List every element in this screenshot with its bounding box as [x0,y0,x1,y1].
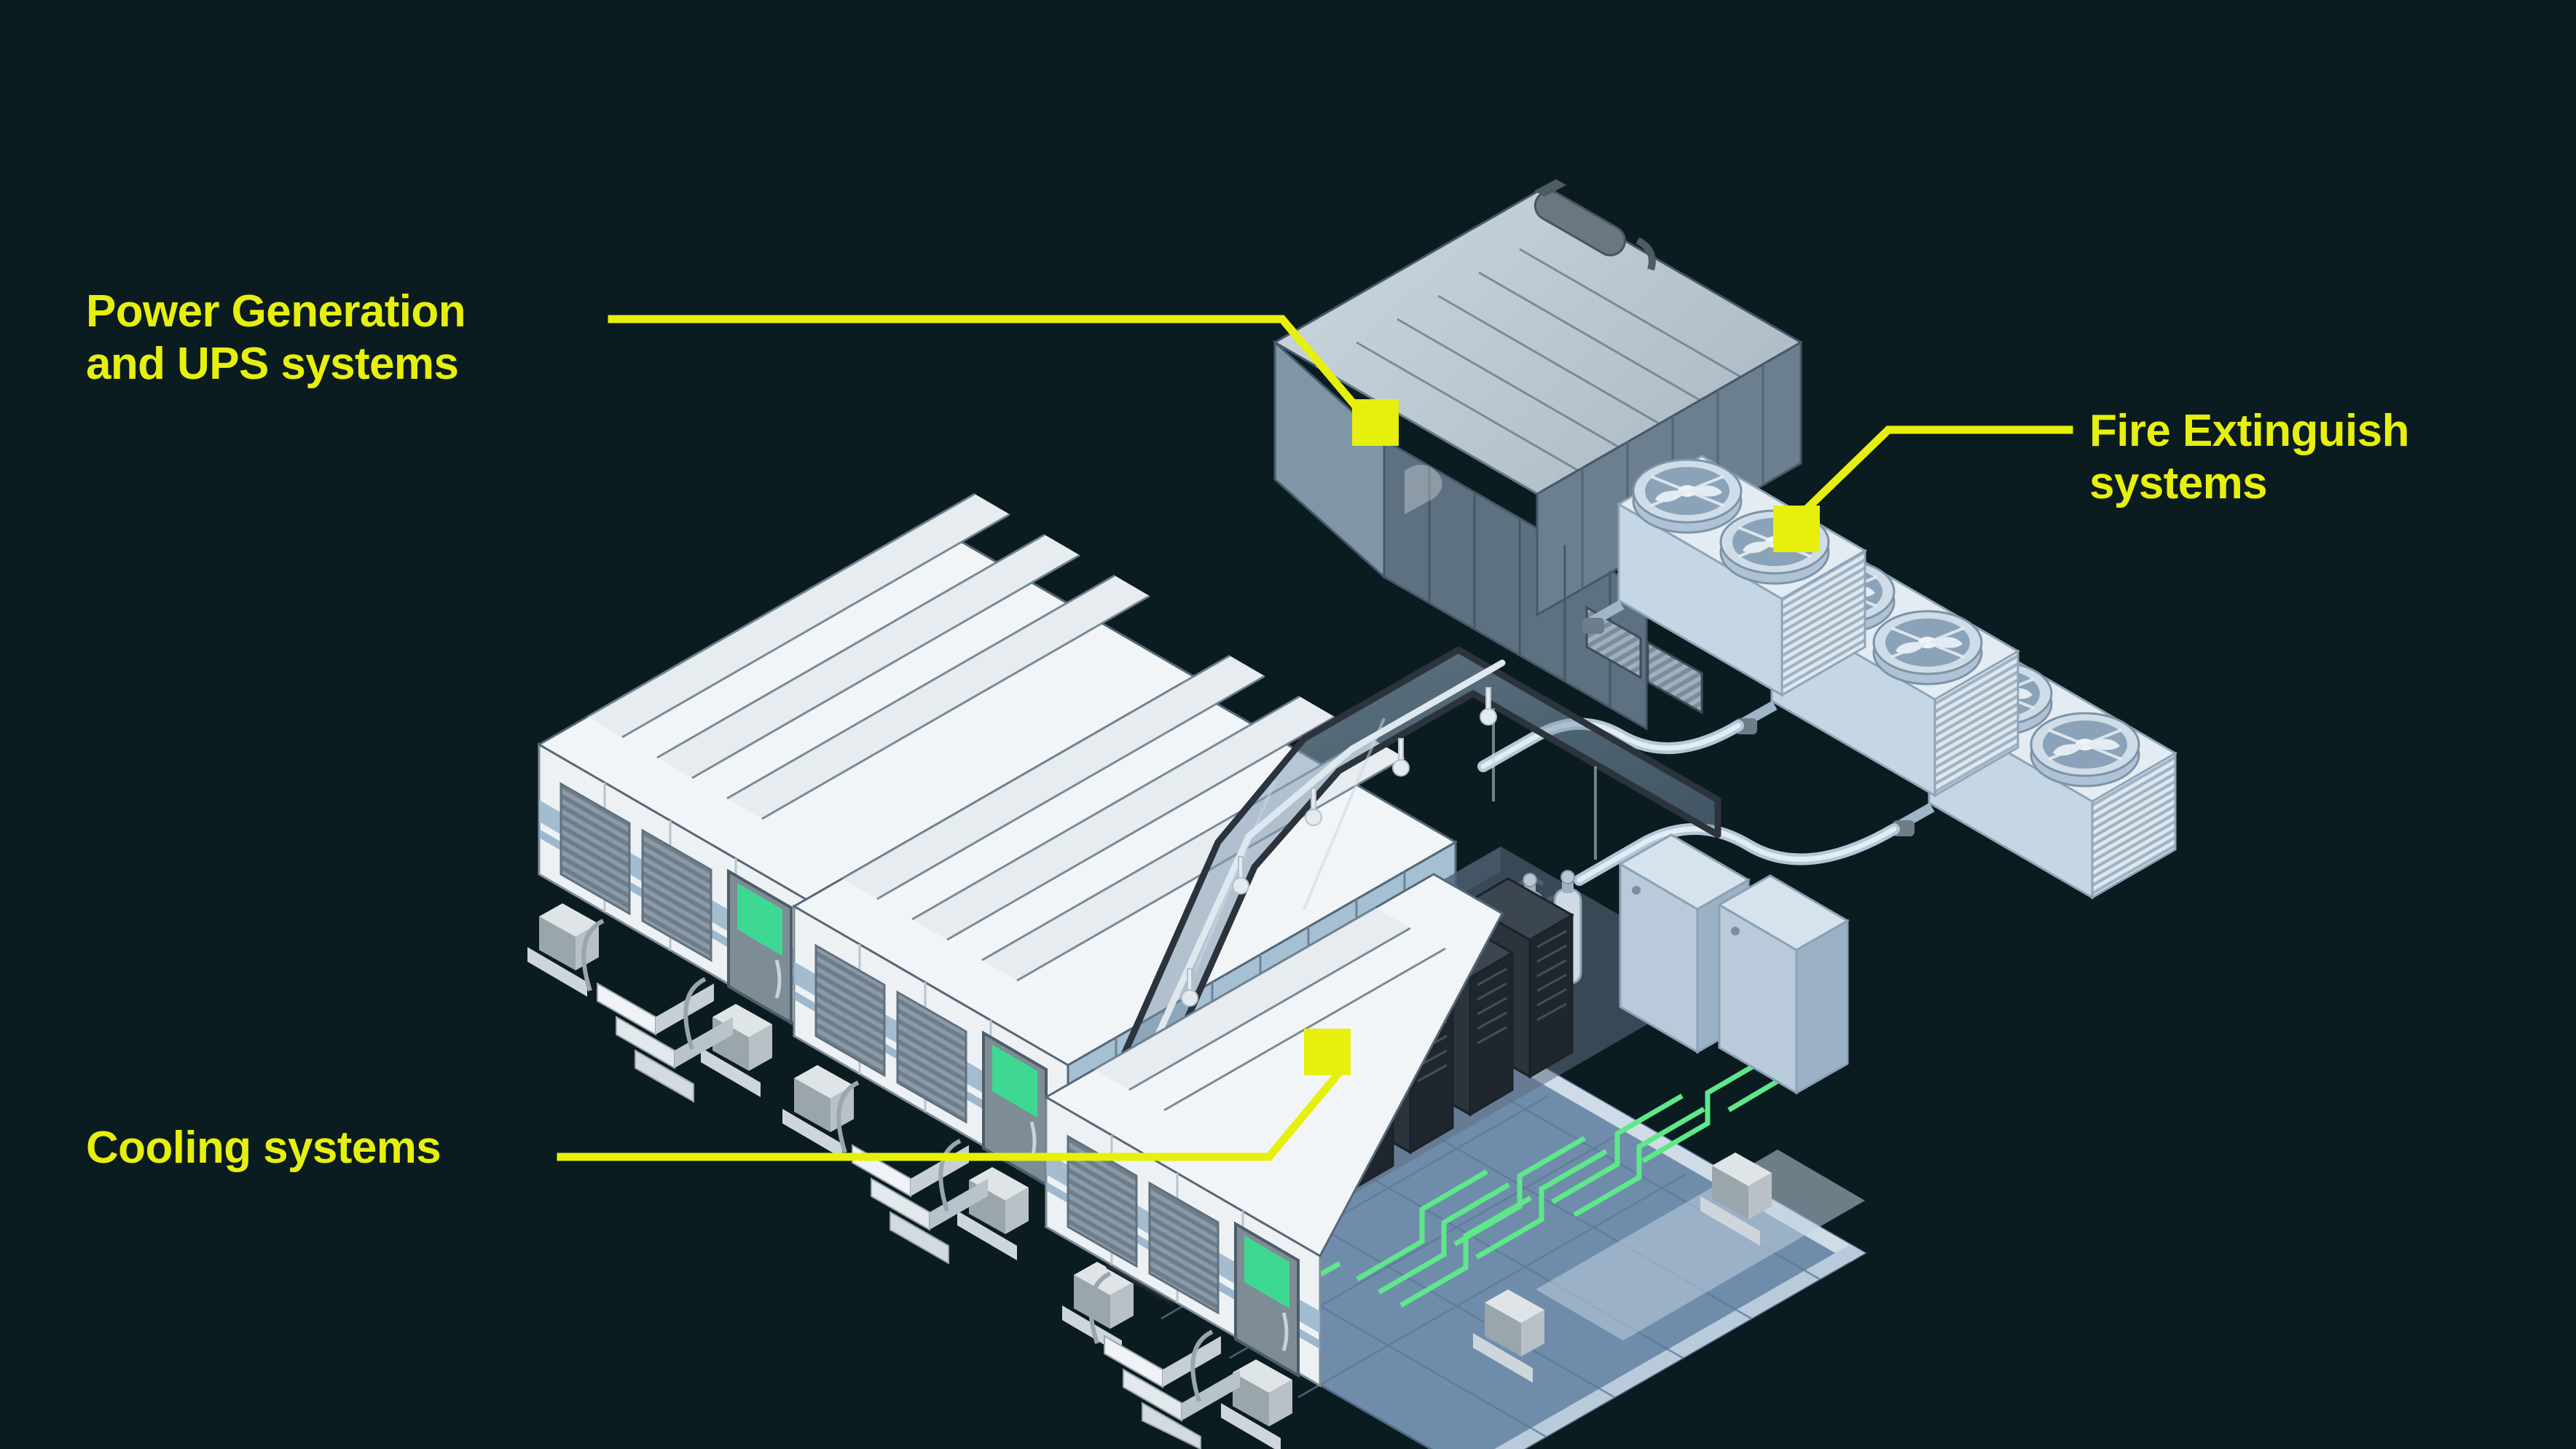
floor-cable-traces [1290,1053,1781,1308]
callout-markers[interactable] [1304,399,1820,1075]
callout-label-fire-extinguish: Fire Extinguish systems [2089,406,2409,508]
sprinkler-head [1232,856,1249,895]
container-rear-stairs [581,919,733,1103]
leader-fire [1788,425,2073,527]
sprinkler-head [1480,687,1497,726]
container-front-door [1234,1221,1300,1378]
marker-fire [1773,506,1820,552]
chiller-1-fan-a [1632,458,1743,534]
marker-cooling [1304,1029,1351,1075]
exhaust-muffler [1534,179,1656,271]
sprinkler-head [1305,788,1322,826]
container-front-footings [1062,1152,1772,1449]
it-container-front [1043,646,1868,1449]
sprinkler-head [1181,968,1198,1007]
marker-power [1352,399,1399,446]
callout-label-power-generation: Power Generation and UPS systems [86,286,466,389]
chiller-unit-1 [1582,455,1867,697]
container-middle-stairs [836,1080,988,1265]
callout-label-cooling-systems: Cooling systems [86,1123,441,1173]
chiller-2-fan-b [1872,610,1983,686]
leader-cooling [557,1064,1348,1161]
callout-leaders [557,315,2073,1161]
container-rear-door [727,868,793,1026]
leader-power [608,315,1390,446]
it-container-rear [527,492,1203,1103]
chiller-3-fan-b [2030,712,2140,788]
sprinkler-head [1392,738,1410,777]
crac-units [1618,833,1850,1095]
container-front-stairs [1088,1271,1240,1449]
